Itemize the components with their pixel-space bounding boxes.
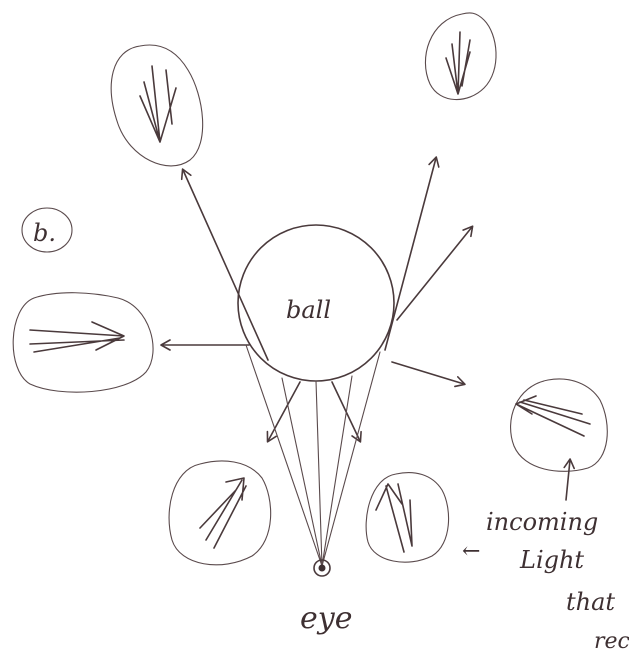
figure-label-text: b. (33, 219, 56, 247)
inset-bottom-left-outline (169, 461, 271, 565)
inset-top-left-arrows (140, 66, 176, 142)
ray-down-left (268, 382, 300, 441)
inset-top-left (111, 45, 202, 166)
ray-up-left (183, 170, 268, 360)
note-line-2: Light (519, 546, 584, 574)
inset-right (511, 379, 608, 500)
sightline-3 (316, 381, 322, 566)
inset-right-arrows (516, 396, 590, 436)
inset-left-arrows (30, 322, 124, 352)
inset-bottom-center (366, 473, 448, 563)
eye-pupil (319, 565, 326, 572)
inset-bottom-left-arrows (200, 478, 246, 548)
ray-up-right (385, 158, 436, 350)
ball: ball (238, 225, 394, 381)
inset-left (13, 293, 153, 392)
eye-sightlines (246, 345, 380, 566)
note-line-4: rec (594, 629, 629, 651)
ray-right (392, 362, 464, 384)
inset-right-pointer (566, 460, 570, 500)
note-line-1: incoming (486, 508, 598, 536)
inset-top-right (425, 13, 496, 100)
note-arrow: ← (462, 539, 480, 564)
inset-right-outline (511, 379, 608, 471)
sightline-1 (246, 345, 322, 566)
inset-bottom-center-outline (366, 473, 448, 563)
sightline-2 (282, 378, 322, 566)
note-line-3: that (566, 588, 615, 616)
ray-diagonal-right (397, 227, 472, 320)
figure-label: b. (22, 208, 72, 252)
incoming-light-note: ← incoming Light that rec (462, 508, 629, 651)
ball-label: ball (286, 296, 331, 324)
inset-top-left-outline (111, 45, 202, 166)
inset-top-right-arrows (446, 32, 470, 94)
inset-bottom-left (169, 461, 271, 565)
eye-label: eye (300, 601, 352, 636)
eye: eye (300, 560, 352, 636)
inset-bottom-center-arrows (376, 484, 412, 552)
